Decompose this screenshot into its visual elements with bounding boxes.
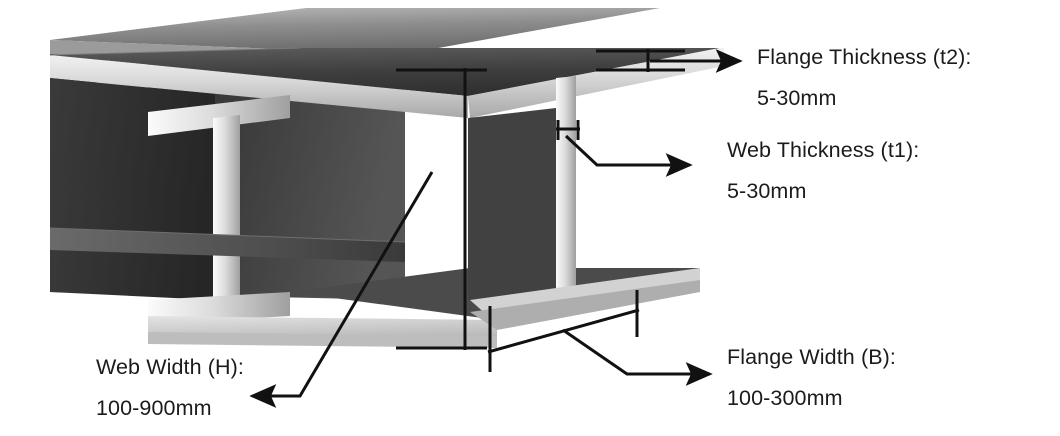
right-end-top-flange bbox=[468, 48, 724, 118]
label-web-thickness: Web Thickness (t1): 5-30mm bbox=[727, 138, 920, 203]
dimension-flange-width bbox=[487, 290, 713, 386]
label-web-width: Web Width (H): 100-900mm bbox=[96, 355, 244, 420]
right-end-web bbox=[556, 76, 576, 302]
near-beam-section-web bbox=[213, 115, 240, 302]
far-beam-top-flange-top-face bbox=[50, 8, 660, 54]
web-thickness-title: Web Thickness (t1): bbox=[727, 138, 920, 162]
near-beam-section-lower-flange bbox=[148, 292, 290, 324]
flange-width-value: 100-300mm bbox=[727, 385, 843, 410]
beam-edge-highlight-2 bbox=[49, 227, 406, 243]
label-flange-width: Flange Width (B): 100-300mm bbox=[727, 345, 896, 410]
right-end-inner-dark-face bbox=[468, 108, 556, 302]
far-beam-lower-flange-shelf bbox=[50, 228, 405, 262]
dimension-web-thickness bbox=[556, 120, 693, 177]
flange-width-leader bbox=[562, 328, 713, 386]
near-beam-bottom-flange-lower-edge bbox=[148, 332, 497, 348]
dimension-flange-thickness bbox=[596, 49, 743, 73]
beam-edge-highlight-1 bbox=[49, 47, 301, 56]
near-beam-top-flange-top-face bbox=[50, 48, 720, 96]
flange-thickness-value: 5-30mm bbox=[757, 85, 837, 110]
web-thickness-leader bbox=[564, 134, 693, 177]
flange-width-title: Flange Width (B): bbox=[727, 345, 896, 369]
dimension-web-width bbox=[249, 68, 487, 408]
web-width-title: Web Width (H): bbox=[96, 355, 244, 379]
web-width-leader bbox=[249, 171, 434, 408]
flange-thickness-title: Flange Thickness (t2): bbox=[757, 45, 972, 69]
web-thickness-value: 5-30mm bbox=[727, 178, 807, 203]
near-beam bbox=[50, 48, 720, 348]
web-width-value: 100-900mm bbox=[96, 395, 212, 420]
label-flange-thickness: Flange Thickness (t2): 5-30mm bbox=[757, 45, 972, 110]
beam-right-end-face bbox=[468, 48, 724, 330]
right-end-bottom-flange-edge bbox=[470, 280, 700, 330]
near-beam-section-upper-flange bbox=[148, 95, 290, 136]
near-beam-top-flange-front-face bbox=[50, 55, 468, 118]
